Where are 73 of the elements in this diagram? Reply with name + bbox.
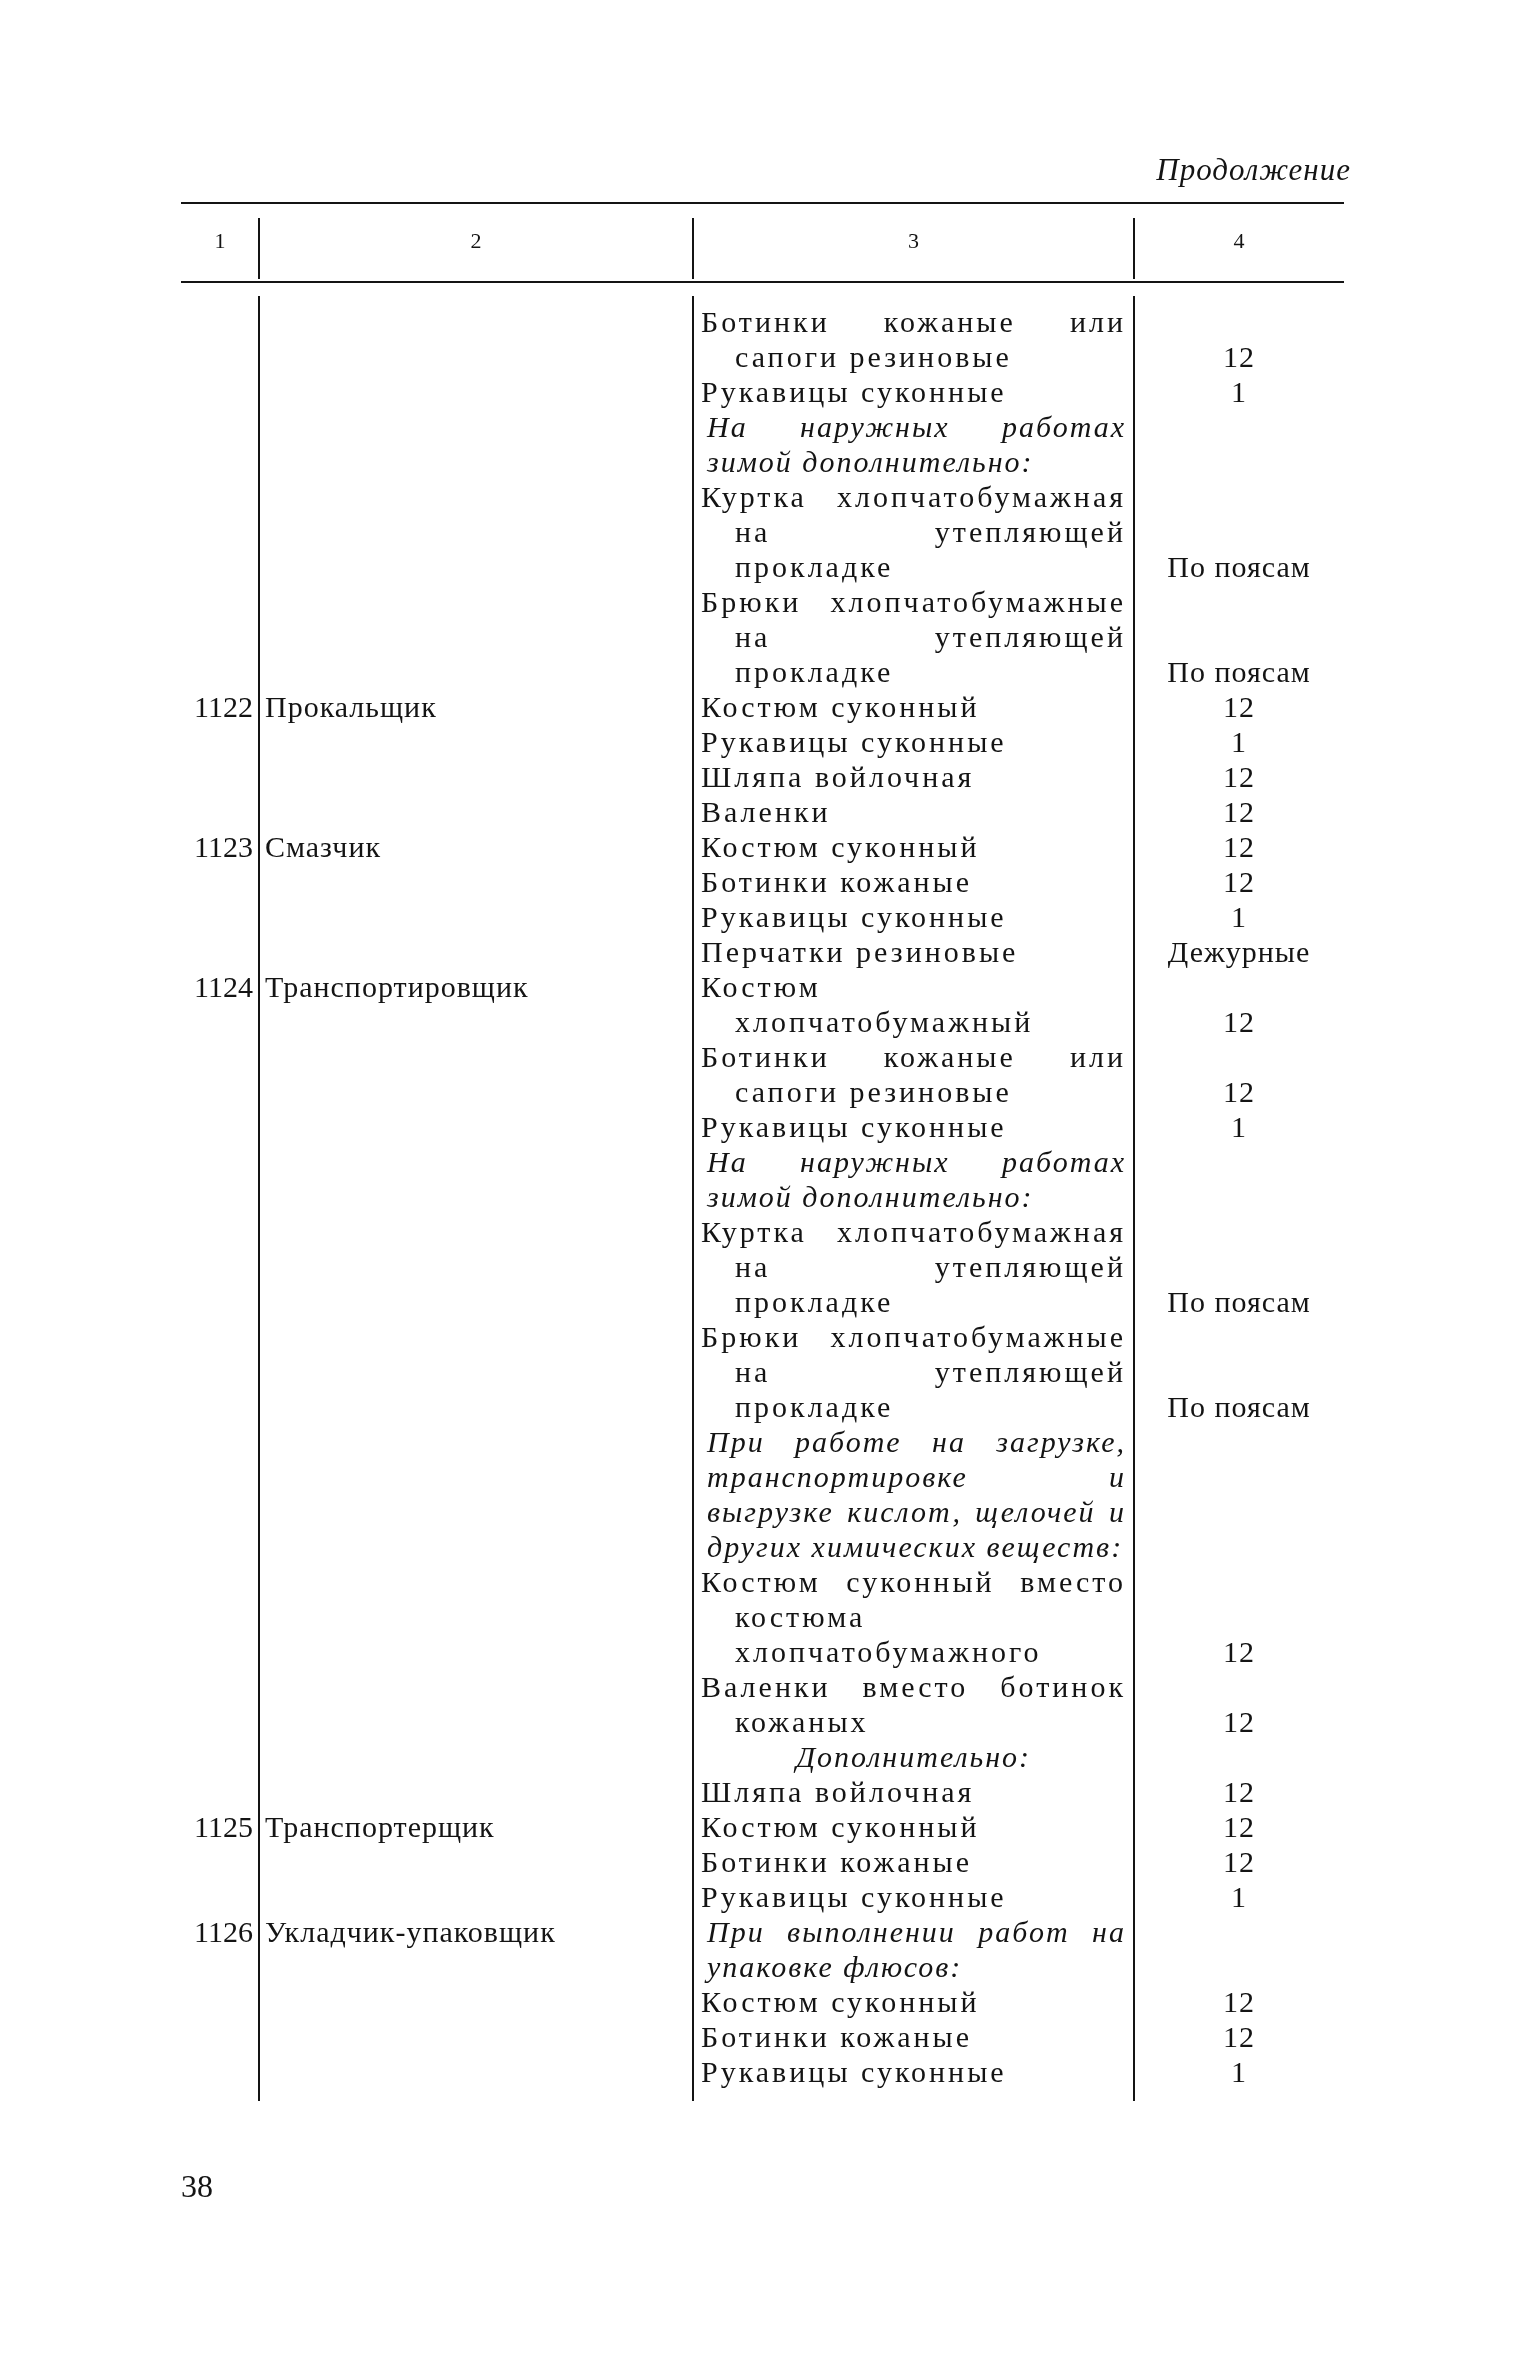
clothing-item: Перчатки резиновые bbox=[700, 934, 1020, 969]
column-number: 4 bbox=[1232, 228, 1246, 254]
clothing-item: Ботинки кожаные bbox=[700, 1844, 974, 1879]
column-number: 3 bbox=[907, 228, 920, 254]
condition-note: При работе на загрузке, транспортировке и выгрузке кислот, щелочей и других химических веществ: bbox=[706, 1424, 1127, 1564]
clothing-item: Шляпа войлочная bbox=[700, 1774, 976, 1809]
wear-period: Дежурные bbox=[1166, 934, 1312, 969]
clothing-item: Куртка хлопчатобумажная на утепляющей прокладке bbox=[700, 1214, 1127, 1319]
clothing-item: Брюки хлопчатобумажные на утепляющей прокладке bbox=[700, 1319, 1127, 1424]
continuation-note: Продолжение bbox=[1156, 152, 1351, 188]
wear-period: 12 bbox=[1222, 1984, 1256, 2019]
clothing-item: Ботинки кожаные bbox=[700, 864, 974, 899]
condition-note: При выполнении работ на упаковке флюсов: bbox=[693, 1914, 1134, 1984]
page-number: 38 bbox=[181, 2168, 213, 2205]
profession-name: Транспортерщик bbox=[264, 1809, 496, 1844]
clothing-item: Рукавицы суконные bbox=[700, 2054, 1008, 2089]
wear-period: 12 bbox=[1222, 2019, 1256, 2054]
clothing-item: Костюм суконный bbox=[700, 689, 981, 724]
condition-note: На наружных работах зимой дополнительно: bbox=[705, 1144, 1127, 1214]
clothing-item: Рукавицы суконные bbox=[700, 374, 1008, 409]
condition-note: На наружных работах зимой дополнительно: bbox=[705, 409, 1127, 479]
wear-period: 1 bbox=[1230, 374, 1248, 409]
profession-name: Транспортировщик bbox=[264, 969, 530, 1005]
row-number: 1123 bbox=[193, 829, 254, 864]
clothing-item: Костюм хлопчатобумажный bbox=[700, 969, 1035, 1039]
clothing-item: Шляпа войлочная bbox=[700, 759, 976, 794]
wear-period: 12 bbox=[1222, 829, 1256, 864]
row-number: 1125 bbox=[193, 1809, 254, 1844]
wear-period: 12 bbox=[1222, 689, 1256, 724]
wear-period: 12 bbox=[1222, 1704, 1256, 1739]
wear-period: 1 bbox=[1230, 1879, 1248, 1914]
profession-name: Укладчик-упаковщик bbox=[264, 1914, 557, 1950]
profession-name: Прокальщик bbox=[264, 689, 438, 724]
clothing-item: Костюм суконный вместо костюма хлопчатобумажного bbox=[700, 1564, 1127, 1669]
wear-period: 12 bbox=[1222, 1004, 1256, 1039]
profession-name: Смазчик bbox=[264, 829, 383, 864]
wear-period: По поясам bbox=[1166, 549, 1312, 584]
wear-period: По поясам bbox=[1166, 1284, 1312, 1319]
clothing-item: Рукавицы суконные bbox=[700, 1109, 1008, 1144]
row-number: 1126 bbox=[193, 1914, 254, 1950]
wear-period: 12 bbox=[1222, 1809, 1256, 1844]
column-number: 1 bbox=[213, 228, 227, 254]
clothing-item: Рукавицы суконные bbox=[700, 899, 1008, 934]
clothing-item: Валенки bbox=[700, 794, 832, 829]
clothing-item: Костюм суконный bbox=[700, 829, 981, 864]
clothing-item: Валенки вместо ботинок кожаных bbox=[700, 1669, 1127, 1739]
wear-period: 1 bbox=[1230, 724, 1248, 759]
wear-period: 1 bbox=[1230, 899, 1248, 934]
wear-period: 12 bbox=[1222, 1844, 1256, 1879]
column-number: 2 bbox=[469, 228, 483, 254]
clothing-item: Ботинки кожаные bbox=[700, 2019, 974, 2054]
wear-period: 12 bbox=[1222, 1634, 1256, 1669]
condition-note: Дополнительно: bbox=[792, 1739, 1033, 1774]
row-number: 1124 bbox=[193, 969, 254, 1005]
wear-period: 1 bbox=[1230, 1109, 1248, 1144]
wear-period: 12 bbox=[1222, 759, 1256, 794]
wear-period: По поясам bbox=[1166, 654, 1312, 689]
wear-period: 12 bbox=[1222, 794, 1256, 829]
wear-period: 12 bbox=[1222, 1774, 1256, 1809]
clothing-item: Костюм суконный bbox=[700, 1984, 981, 2019]
clothing-item: Куртка хлопчатобумажная на утепляющей прокладке bbox=[700, 479, 1127, 584]
clothing-item: Рукавицы суконные bbox=[700, 724, 1008, 759]
clothing-item: Ботинки кожаные или сапоги резиновые bbox=[700, 304, 1127, 374]
clothing-item: Ботинки кожаные или сапоги резиновые bbox=[700, 1039, 1127, 1109]
wear-period: 1 bbox=[1230, 2054, 1248, 2089]
clothing-item: Брюки хлопчатобумажные на утепляющей прокладке bbox=[700, 584, 1127, 689]
wear-period: 12 bbox=[1222, 864, 1256, 899]
wear-period: 12 bbox=[1222, 1074, 1256, 1109]
row-number: 1122 bbox=[193, 689, 254, 724]
wear-period: По поясам bbox=[1166, 1389, 1312, 1424]
clothing-item: Рукавицы суконные bbox=[700, 1879, 1008, 1914]
clothing-item: Костюм суконный bbox=[700, 1809, 981, 1844]
wear-period: 12 bbox=[1222, 339, 1256, 374]
